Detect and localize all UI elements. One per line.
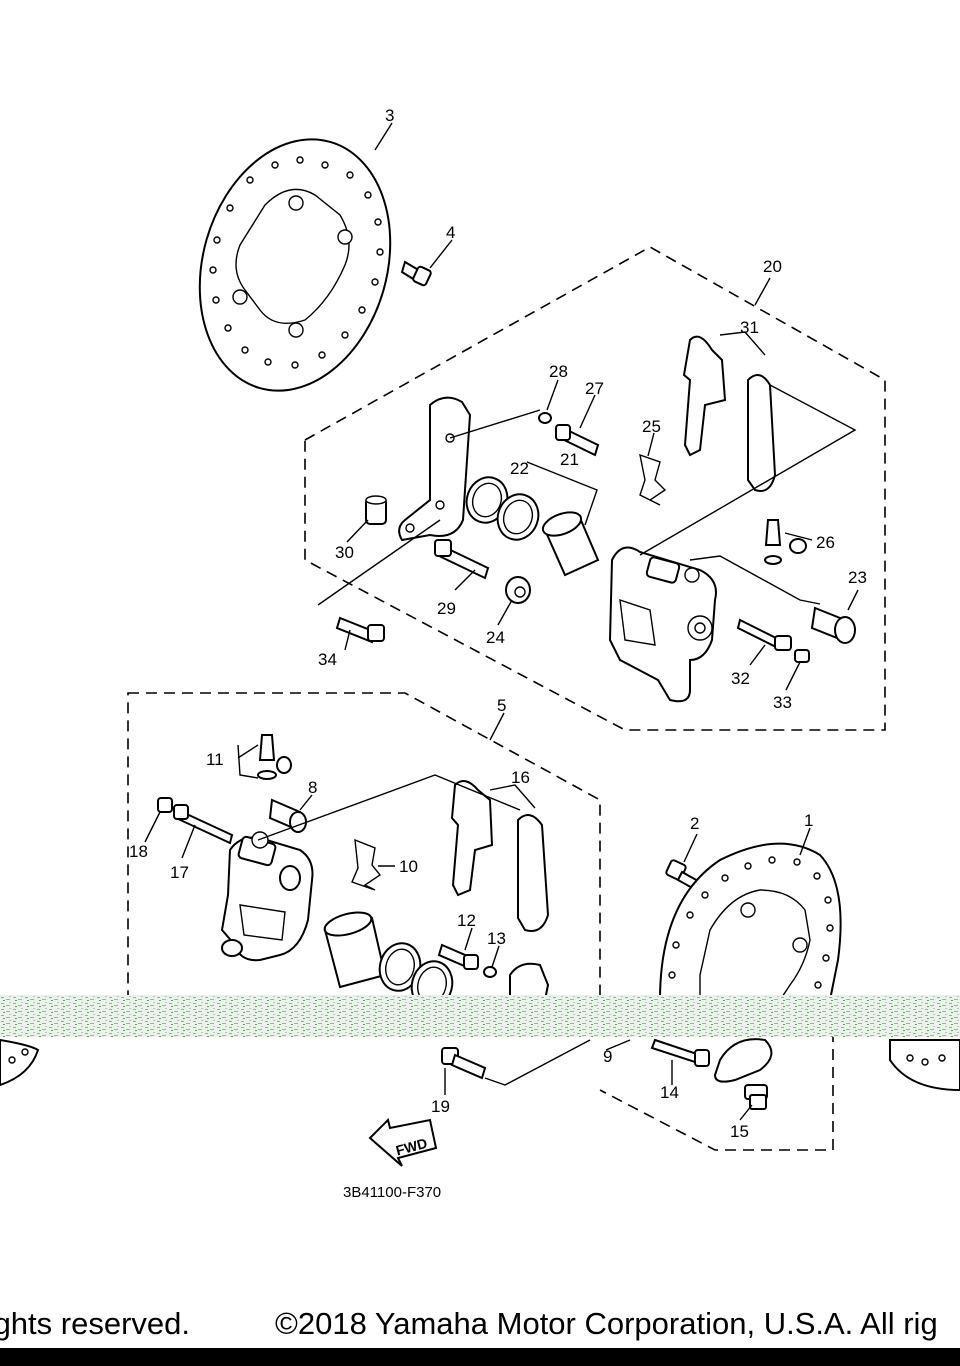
disc-bolt-4 <box>400 260 432 287</box>
callout-9: 9 <box>603 1047 612 1066</box>
pad-spring-10 <box>351 838 382 891</box>
pin-32 <box>736 618 792 651</box>
callout-30: 30 <box>335 543 354 562</box>
plug-23 <box>810 606 856 644</box>
callout-31: 31 <box>740 318 759 337</box>
bolt-34 <box>335 616 385 644</box>
copyright-footer: ghts reserved. ©2018 Yamaha Motor Corpor… <box>0 1302 960 1346</box>
fwd-arrow-icon: FWD <box>368 1118 438 1167</box>
callout-numbers: 1 2 3 4 5 8 9 10 11 12 13 14 15 16 17 18… <box>129 106 867 1141</box>
callout-15: 15 <box>730 1122 749 1141</box>
callout-23: 23 <box>848 568 867 587</box>
bolt-14 <box>650 1038 710 1067</box>
brake-pads-31 <box>682 335 777 492</box>
sleeve-30 <box>365 495 387 525</box>
callout-17: 17 <box>170 863 189 882</box>
lower-assembly-box <box>599 1029 834 1151</box>
callout-2: 2 <box>690 814 699 833</box>
bolt-19 <box>441 1047 487 1080</box>
brake-disc-lower <box>658 842 842 1001</box>
callout-10: 10 <box>399 857 418 876</box>
bracket-front <box>509 962 550 1001</box>
front-caliper-assembly-box <box>127 692 601 1001</box>
leader-lines-front <box>144 712 811 968</box>
washer-28 <box>538 412 552 424</box>
callout-19: 19 <box>431 1097 450 1116</box>
callout-16: 16 <box>511 768 530 787</box>
front-caliper-body <box>220 831 314 962</box>
callout-26: 26 <box>816 533 835 552</box>
fwd-label: FWD <box>394 1135 429 1159</box>
callout-5: 5 <box>497 696 506 715</box>
callout-22: 22 <box>510 459 529 478</box>
spring-18 <box>157 797 173 813</box>
bleeder-11 <box>257 734 292 780</box>
callout-27: 27 <box>585 379 604 398</box>
callout-11: 11 <box>206 750 224 769</box>
callout-29: 29 <box>437 599 456 618</box>
caliper-bracket-21 <box>398 396 472 542</box>
callout-20: 20 <box>763 257 782 276</box>
spring-33 <box>794 649 810 663</box>
piston-21 <box>541 511 600 577</box>
leader-lines-lower <box>444 1039 753 1121</box>
bleeder-26 <box>764 519 807 565</box>
bolt-29 <box>434 539 490 580</box>
callout-1: 1 <box>804 811 813 830</box>
disc-edge-left <box>0 1038 40 1087</box>
callout-25: 25 <box>642 417 661 436</box>
diagram-part-code: 3B41100-F370 <box>343 1184 441 1201</box>
brake-pads-16 <box>450 780 550 932</box>
callout-28: 28 <box>549 362 568 381</box>
brake-disc-upper <box>198 138 392 392</box>
disc-edge-right <box>889 1039 960 1092</box>
rear-caliper-assembly-box <box>304 246 886 731</box>
pin-17 <box>173 804 234 845</box>
callout-13: 13 <box>487 929 506 948</box>
scan-noise-band <box>0 995 960 1037</box>
callout-8: 8 <box>308 778 317 797</box>
piston-seals-22 <box>465 476 540 541</box>
callout-3: 3 <box>385 106 394 125</box>
pad-spring-25 <box>639 453 667 506</box>
copyright-left-text: ghts reserved. <box>0 1306 190 1341</box>
boot-24 <box>505 576 531 604</box>
callout-24: 24 <box>486 628 505 647</box>
callout-21: 21 <box>560 450 579 469</box>
parts-diagram: FWD 3B41100-F370 1 2 3 4 5 8 9 10 11 12 … <box>0 106 960 1201</box>
piston-front <box>323 911 387 989</box>
pin-12 <box>437 943 479 970</box>
callout-18: 18 <box>129 842 148 861</box>
sleeve-8 <box>268 798 307 833</box>
copyright-right-text: ©2018 Yamaha Motor Corporation, U.S.A. A… <box>275 1306 938 1341</box>
callout-34: 34 <box>318 650 337 669</box>
pin-27 <box>555 424 600 457</box>
bottom-black-bar <box>0 1348 960 1366</box>
rear-caliper-body <box>608 546 717 703</box>
callout-33: 33 <box>773 693 792 712</box>
plug-15 <box>744 1084 768 1110</box>
washer-13 <box>483 966 497 978</box>
callout-14: 14 <box>660 1083 679 1102</box>
bracket-lower <box>713 1038 773 1083</box>
callout-4: 4 <box>446 223 455 242</box>
callout-32: 32 <box>731 669 750 688</box>
callout-12: 12 <box>457 911 476 930</box>
leader-lines-rear <box>317 277 859 691</box>
